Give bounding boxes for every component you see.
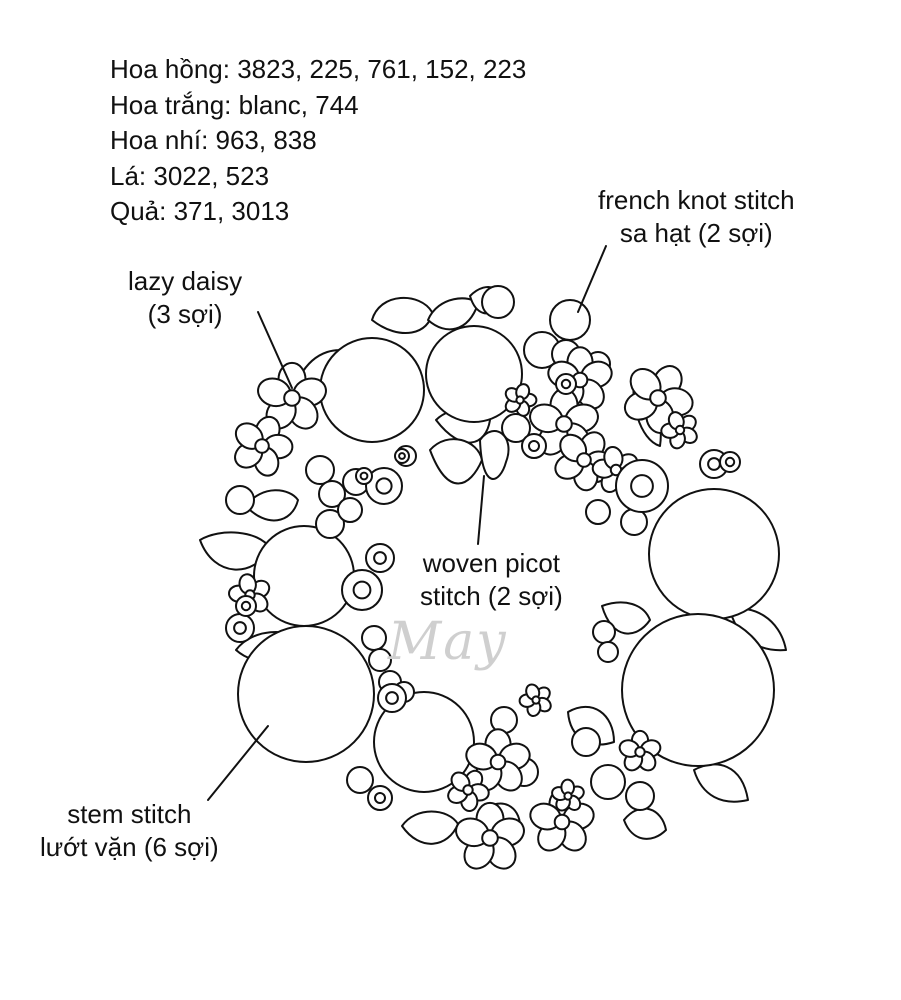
pointer-line-woven-picot — [477, 475, 485, 545]
knot-inner — [374, 792, 386, 804]
thread-color-legend: Hoa hồng: 3823, 225, 761, 152, 223 Hoa t… — [110, 52, 526, 230]
berry — [346, 766, 374, 794]
large-rose — [373, 691, 475, 793]
berry — [337, 497, 363, 523]
knot-flower — [235, 595, 257, 617]
daisy-flower — [447, 769, 490, 812]
berry — [597, 641, 619, 663]
knot-flower — [394, 448, 410, 464]
knot-inner — [560, 378, 572, 390]
berry — [481, 285, 515, 319]
daisy-center — [576, 452, 592, 468]
leaf — [479, 430, 510, 480]
berry — [549, 299, 591, 341]
daisy-center — [553, 813, 571, 831]
daisy-center — [515, 395, 525, 405]
daisy-center — [634, 746, 646, 758]
pointer-line-stem-stitch — [207, 725, 269, 801]
daisy-center — [462, 784, 474, 796]
watermark-logo: May — [388, 612, 508, 672]
knot-inner — [398, 452, 406, 460]
daisy-flower — [518, 683, 552, 718]
berry — [585, 499, 611, 525]
leaf — [427, 297, 479, 331]
knot-flower — [719, 451, 741, 473]
daisy-center — [283, 389, 301, 407]
knot-inner — [528, 440, 540, 452]
berry — [318, 480, 346, 508]
legend-rose: Hoa hồng: 3823, 225, 761, 152, 223 — [110, 54, 527, 84]
knot-flower — [377, 683, 407, 713]
leaf — [245, 489, 299, 522]
knot-inner — [724, 456, 736, 468]
legend-white-flower: Hoa trắng: blanc, 744 — [110, 89, 359, 120]
knot-inner — [630, 474, 654, 498]
knot-flower — [341, 569, 383, 611]
berry — [368, 648, 392, 672]
knot-flower — [521, 433, 547, 459]
large-rose — [253, 525, 355, 627]
leaf — [429, 438, 483, 485]
daisy-center — [489, 753, 507, 771]
daisy-flower — [234, 415, 294, 477]
label-french-knot: french knot stitch sa hạt (2 sợi) — [598, 185, 795, 248]
legend-berry: Quả: 371, 3013 — [110, 196, 290, 226]
leaf — [623, 807, 667, 840]
leaf — [693, 763, 749, 803]
large-rose — [621, 613, 775, 767]
knot-inner — [233, 621, 247, 635]
label-stem-stitch: stem stitch lướt vặn (6 sợi) — [40, 799, 219, 862]
daisy-center — [555, 415, 573, 433]
legend-leaf: Lá: 3022, 523 — [110, 160, 270, 191]
pointer-line-french-knot — [577, 245, 607, 313]
knot-flower — [367, 785, 393, 811]
pointer-line-lazy-daisy — [257, 311, 293, 389]
daisy-flower — [529, 788, 595, 852]
knot-flower — [365, 467, 403, 505]
large-rose — [237, 625, 375, 763]
daisy-flower — [660, 411, 698, 450]
knot-flower — [615, 459, 669, 513]
berry — [361, 625, 387, 651]
knot-inner — [359, 471, 369, 481]
knot-flower — [365, 543, 395, 573]
legend-small-flower: Hoa nhí: 963, 838 — [110, 125, 317, 155]
daisy-center — [563, 791, 573, 801]
knot-inner — [373, 551, 387, 565]
daisy-flower — [551, 778, 585, 812]
berry — [590, 764, 626, 800]
berry — [592, 620, 616, 644]
knot-flower — [555, 373, 577, 395]
daisy-center — [531, 695, 541, 705]
daisy-flower — [618, 729, 662, 772]
knot-flower — [225, 613, 255, 643]
knot-inner — [375, 477, 393, 495]
daisy-flower — [455, 801, 525, 870]
berry — [571, 727, 601, 757]
daisy-center — [254, 438, 270, 454]
label-woven-picot: woven picot stitch (2 sợi) — [420, 548, 563, 611]
knot-inner — [352, 580, 372, 600]
daisy-center — [481, 829, 499, 847]
daisy-center — [649, 389, 667, 407]
label-lazy-daisy: lazy daisy (3 sợi) — [128, 266, 243, 329]
daisy-flower — [504, 383, 538, 417]
berry — [315, 509, 345, 539]
berry — [501, 413, 531, 443]
large-rose — [425, 325, 523, 423]
daisy-center — [674, 424, 686, 436]
berry — [225, 485, 255, 515]
large-rose — [648, 488, 780, 620]
knot-inner — [707, 457, 721, 471]
knot-inner — [385, 691, 399, 705]
knot-flower — [355, 467, 373, 485]
berry — [625, 781, 655, 811]
large-rose — [319, 337, 425, 443]
leaf — [371, 297, 433, 335]
berry — [305, 455, 335, 485]
knot-inner — [240, 600, 252, 612]
leaf — [401, 810, 459, 845]
